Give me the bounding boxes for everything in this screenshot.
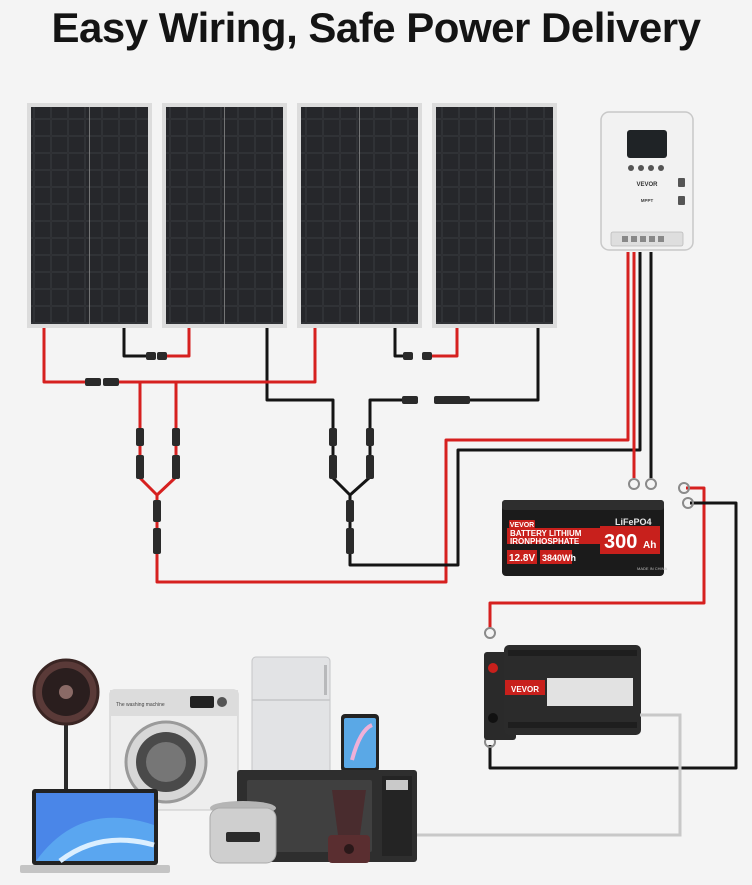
battery-line1: BATTERY LITHIUM	[510, 529, 582, 538]
battery-capacity-value: 300	[604, 531, 637, 553]
usb-port-icon	[678, 178, 685, 187]
refrigerator-icon	[251, 656, 331, 778]
rice-cooker-icon	[209, 801, 277, 864]
washer-label: The washing machine	[116, 702, 165, 708]
battery-energy: 3840Wh	[542, 553, 576, 563]
solar-panel-1	[27, 103, 152, 328]
tablet-icon	[341, 714, 379, 772]
solar-panel-4	[432, 103, 557, 328]
controller-model: MPPT	[641, 198, 654, 203]
battery	[502, 500, 664, 576]
washing-machine-icon	[109, 689, 239, 811]
battery-capacity-unit: Ah	[643, 540, 656, 551]
battery-voltage: 12.8V	[509, 553, 535, 564]
fan-icon	[32, 658, 100, 798]
battery-chemistry: LiFePO4	[615, 517, 652, 527]
solar-panel-3	[297, 103, 422, 328]
headline: Easy Wiring, Safe Power Delivery	[51, 4, 701, 51]
inverter-positive-terminal	[488, 663, 498, 673]
battery-line2: IRONPHOSPHATE	[510, 537, 580, 546]
mc4-connectors	[85, 352, 470, 554]
ac-wire	[410, 713, 682, 837]
battery-origin: MADE IN CHINA	[637, 566, 668, 571]
inverter	[484, 645, 641, 740]
ring-terminal-icon	[628, 478, 640, 490]
blender-icon	[328, 790, 370, 863]
controller-display	[627, 130, 667, 158]
laptop-icon	[20, 789, 170, 873]
inverter-brand: VEVOR	[511, 685, 539, 694]
battery-brand: VEVOR	[510, 522, 535, 529]
solar-panel-2	[162, 103, 287, 328]
controller-brand: VEVOR	[636, 182, 658, 188]
charge-controller	[600, 111, 694, 251]
